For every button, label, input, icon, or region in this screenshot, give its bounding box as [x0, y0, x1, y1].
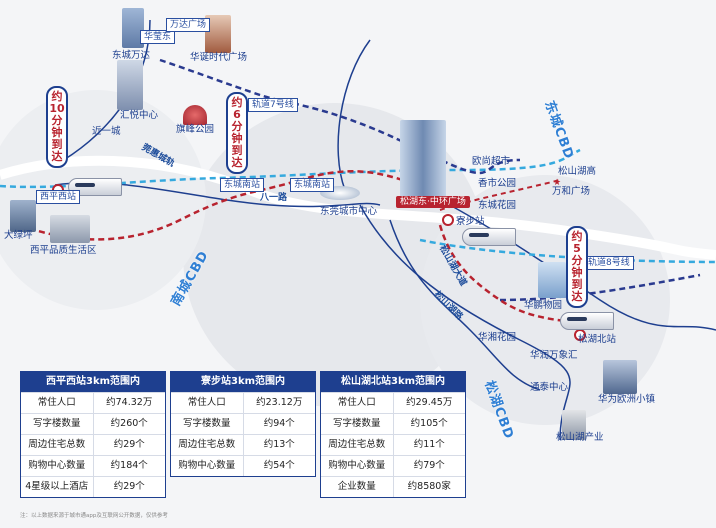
panel-title: 西平西站3km范围内 [21, 372, 165, 392]
red-dashed-line-2 [438, 224, 601, 327]
panel-row: 常住人口约74.32万 [21, 392, 165, 413]
travel-time-callout-3: 约5分钟到达 [566, 226, 588, 308]
building-icon [538, 262, 566, 298]
poi-tag: 万达广场 [166, 18, 211, 32]
poi-label: 华为欧洲小镇 [598, 394, 656, 405]
poi-tag: 华莹东 [140, 30, 176, 44]
poi-label: 华鹏物园 [524, 300, 563, 311]
panel-row: 写字楼数量约94个 [171, 413, 315, 434]
panel-row: 周边住宅总数约13个 [171, 434, 315, 455]
poi-label: 近一城 [92, 126, 121, 137]
panel-title: 寮步站3km范围内 [171, 372, 315, 392]
poi-label: 西平品质生活区 [30, 245, 97, 256]
metro-tag-line2: 轨道7号线 [248, 98, 298, 112]
panel-row: 购物中心数量约184个 [21, 455, 165, 476]
panel-row: 周边住宅总数约11个 [321, 434, 465, 455]
panel-row: 购物中心数量约79个 [321, 455, 465, 476]
poi-label: 松湖北站 [578, 334, 617, 345]
station-tag-dongcheng-south: 东城南站 [220, 178, 265, 192]
building-icon [50, 215, 90, 243]
train-icon [462, 228, 516, 246]
star-icon: ★ [553, 178, 562, 188]
panel-row: 常住人口约23.12万 [171, 392, 315, 413]
poi-label: 华诞时代广场 [190, 52, 248, 63]
poi-label: 旗峰公园 [176, 124, 215, 135]
building-icon [183, 105, 207, 125]
poi-label: 东城万达 [112, 50, 151, 61]
station-tag-xiping: 西平西站 [36, 190, 81, 204]
metro-line-2 [0, 148, 581, 189]
panel-row: 4星级以上酒店约29个 [21, 476, 165, 497]
road-label: 八一路 [260, 193, 288, 203]
poi-label: 通泰中心 [530, 382, 569, 393]
liaobu-pin [442, 214, 454, 226]
poi-label: 松山湖产业 [556, 432, 604, 443]
poi-label: 华湘花园 [478, 332, 517, 343]
panel-row: 常住人口约29.45万 [321, 392, 465, 413]
poi-label: 寮步站 [456, 216, 485, 227]
poi-label: 东城花园 [478, 200, 517, 211]
songshan-north-pin [574, 329, 586, 341]
panel-row: 写字楼数量约260个 [21, 413, 165, 434]
panel-title: 松山湖北站3km范围内 [321, 372, 465, 392]
stats-panel-songshan-north: 松山湖北站3km范围内 常住人口约29.45万 写字楼数量约105个 周边住宅总… [320, 371, 466, 498]
navy-dashed-line-1 [159, 58, 521, 175]
poi-label: 大绿坪 [4, 230, 33, 241]
project-tag: 松湖东·中环广场 [396, 196, 470, 208]
red-dashed-line-1 [19, 170, 431, 241]
building-icon [122, 8, 144, 48]
poi-label: 汇悦中心 [120, 110, 159, 121]
poi-label: 松山湖高 [558, 166, 597, 177]
poi-label: 东莞城市中心 [320, 206, 378, 217]
building-icon [117, 60, 143, 110]
stats-panel-liaobu: 寮步站3km范围内 常住人口约23.12万 写字楼数量约94个 周边住宅总数约1… [170, 371, 316, 477]
road-tag: 东城南站 [290, 178, 335, 192]
building-icon [603, 360, 637, 394]
poi-label: 万和广场 [552, 186, 591, 197]
road-line-4 [359, 204, 571, 441]
train-icon [560, 312, 614, 330]
road-line-5 [389, 219, 541, 391]
building-icon [562, 410, 586, 440]
building-icon [10, 200, 36, 232]
project-tower-icon [400, 120, 446, 198]
travel-time-callout-1: 约10分钟到达 [46, 86, 68, 168]
panel-row: 周边住宅总数约29个 [21, 434, 165, 455]
stats-panel-xiping: 西平西站3km范围内 常住人口约74.32万 写字楼数量约260个 周边住宅总数… [20, 371, 166, 498]
panel-row: 购物中心数量约54个 [171, 455, 315, 476]
panel-row: 企业数量约8580家 [321, 476, 465, 497]
panel-row: 写字楼数量约105个 [321, 413, 465, 434]
road-major [0, 155, 716, 260]
metro-tag-line8: 轨道8号线 [584, 256, 634, 270]
poi-label: 香市公园 [478, 178, 517, 189]
navy-dashed-line-2 [499, 273, 701, 302]
train-icon [68, 178, 122, 196]
road-line-3 [337, 39, 371, 191]
travel-time-callout-2: 约6分钟到达 [226, 92, 248, 174]
poi-label: 华润万象汇 [530, 350, 578, 361]
poi-label: 欧尚超市 [472, 156, 511, 167]
footnote: 注：以上数据来源于城市通app及互联网公开数据，仅供参考 [20, 513, 168, 519]
road-line-6 [439, 199, 716, 331]
